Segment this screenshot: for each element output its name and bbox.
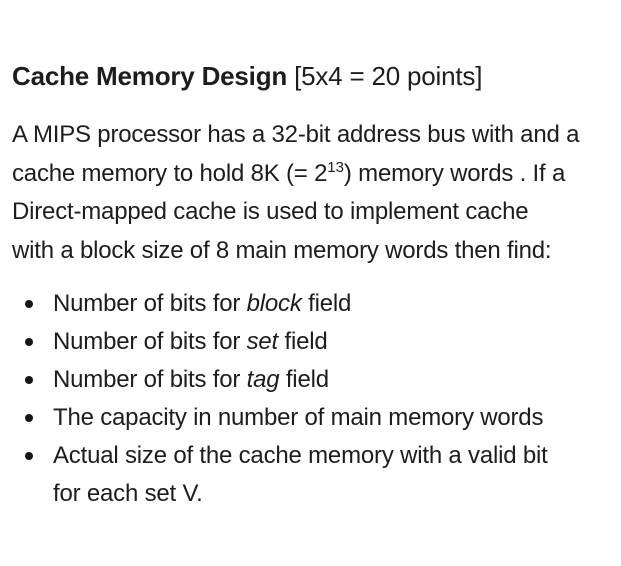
paragraph-line-2: cache memory to hold 8K (= 213) memory w… xyxy=(12,155,615,194)
question-list: Number of bits for block field Number of… xyxy=(12,285,615,513)
question-paragraph: A MIPS processor has a 32-bit address bu… xyxy=(12,116,615,270)
list-item-text: Number of bits for xyxy=(53,366,247,394)
list-item-text-post: field xyxy=(301,290,352,318)
list-item-text-post: field xyxy=(278,328,328,356)
paragraph-line-3: Direct-mapped cache is used to implement… xyxy=(12,198,529,226)
question-title: Cache Memory Design [5x4 = 20 points] xyxy=(12,60,615,92)
list-item-text: The capacity in number of main memory wo… xyxy=(53,404,544,432)
list-item-emphasis: tag xyxy=(246,366,280,394)
list-item: Actual size of the cache memory with a v… xyxy=(12,437,615,513)
paragraph-line-2-post: ) memory words . If a xyxy=(343,159,566,187)
question-title-points: [5x4 = 20 points] xyxy=(287,61,483,91)
bullet-icon xyxy=(25,452,33,461)
exponent-text: 13 xyxy=(327,158,344,176)
list-item-text-line-1: Actual size of the cache memory with a v… xyxy=(53,442,548,470)
list-item: Number of bits for set field xyxy=(12,323,615,361)
list-item-text: Number of bits for xyxy=(53,328,247,356)
paragraph-line-2-pre: cache memory to hold 8K (= 2 xyxy=(12,159,328,187)
paragraph-line-4: with a block size of 8 main memory words… xyxy=(12,236,552,264)
document-content: Cache Memory Design [5x4 = 20 points] A … xyxy=(12,0,615,513)
list-item-text-line-2: for each set V. xyxy=(53,480,203,508)
question-title-bold: Cache Memory Design xyxy=(12,61,288,91)
list-item: The capacity in number of main memory wo… xyxy=(12,399,615,437)
list-item-text: Number of bits for xyxy=(53,290,247,318)
list-item: Number of bits for block field xyxy=(12,285,615,323)
bullet-icon xyxy=(25,300,33,309)
list-item-emphasis: set xyxy=(246,328,279,356)
bullet-icon xyxy=(25,338,33,347)
list-item: Number of bits for tag field xyxy=(12,361,615,399)
bullet-icon xyxy=(25,414,33,423)
paragraph-line-1: A MIPS processor has a 32-bit address bu… xyxy=(12,121,580,148)
list-item-emphasis: block xyxy=(246,290,302,318)
list-item-text-post: field xyxy=(279,366,329,394)
bullet-icon xyxy=(25,376,33,385)
